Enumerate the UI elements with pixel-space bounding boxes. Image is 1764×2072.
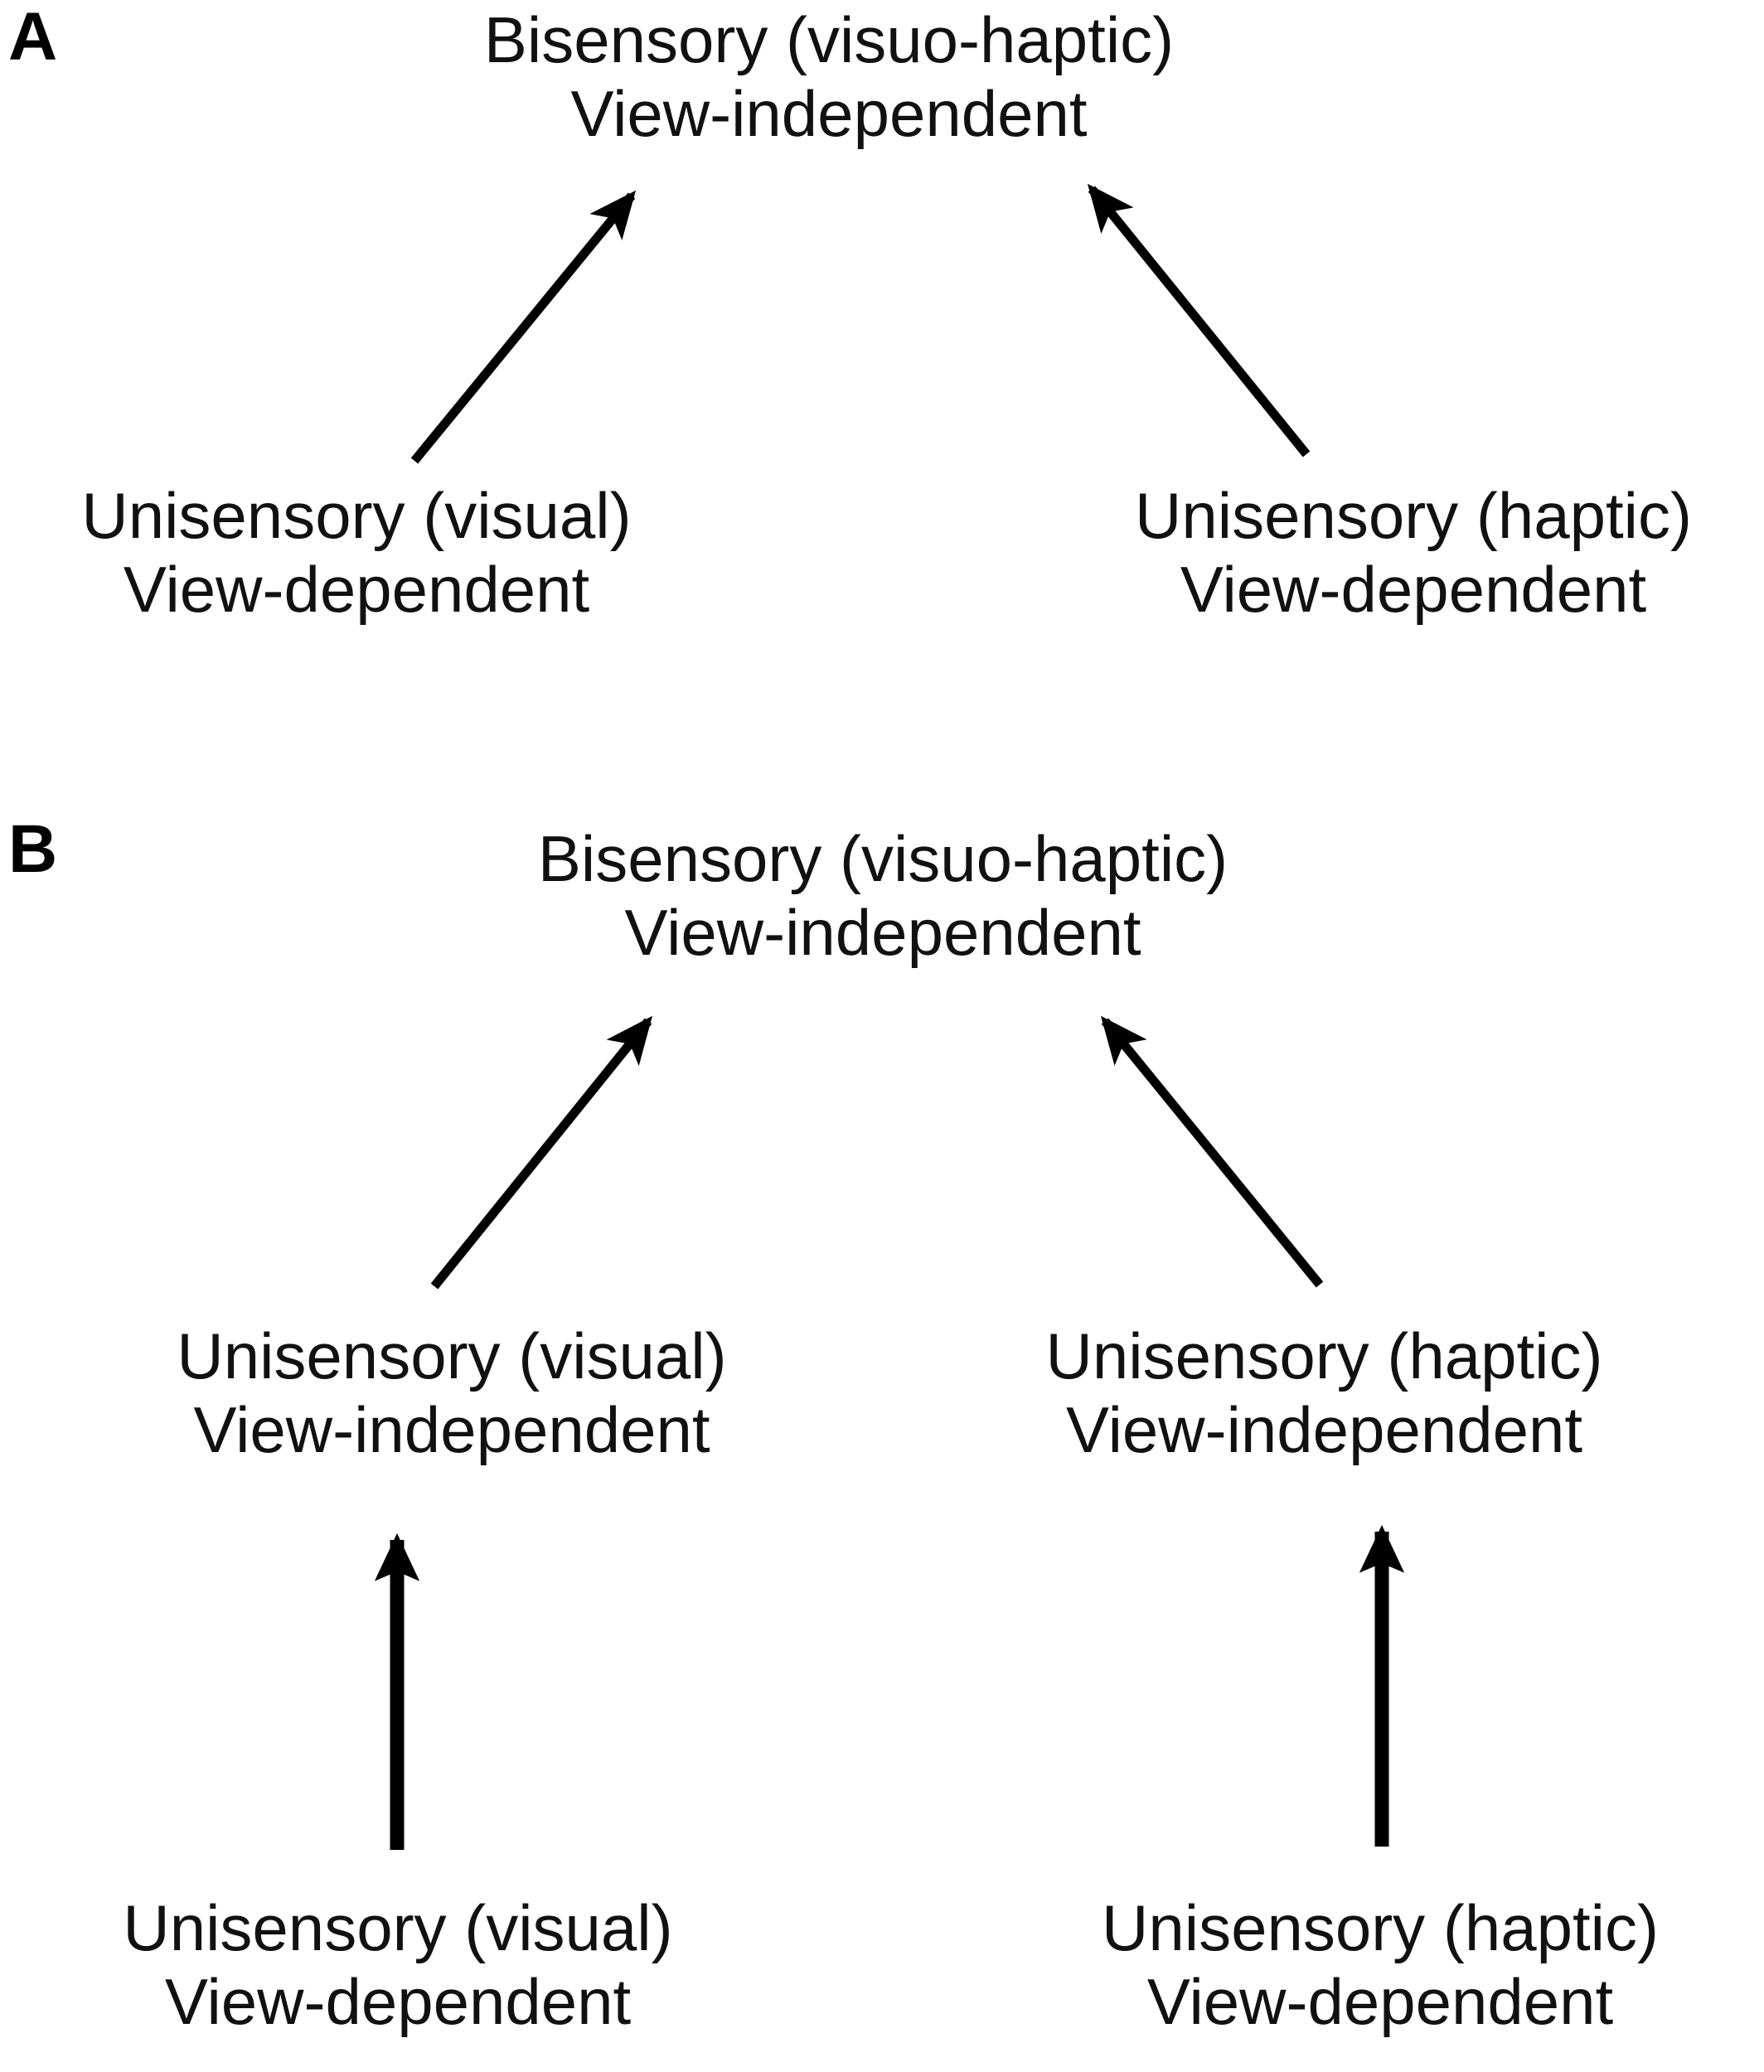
panel-b-node-middle-left: Unisensory (visual) View-independent [17,1319,887,1467]
panel-b-node-middle-left-line1: Unisensory (visual) [177,1319,727,1392]
panel-a-arrow-haptic-to-bisensory [1087,183,1311,457]
panel-b-node-top-line2: View-independent [624,895,1141,969]
panel-b-arrow-visual-vi-to-bisensory [430,1015,653,1290]
panel-b-node-bottom-left: Unisensory (visual) View-dependent [54,1891,742,2039]
panel-b-node-middle-right: Unisensory (haptic) View-independent [891,1319,1757,1467]
panel-a-node-top: Bisensory (visuo-haptic) View-independen… [365,3,1293,151]
panel-letter-a: A [8,0,57,75]
panel-a-node-bottom-left-line1: Unisensory (visual) [81,479,632,552]
panel-b-node-bottom-right-line1: Unisensory (haptic) [1102,1891,1659,1964]
panel-b-node-bottom-right: Unisensory (haptic) View-dependent [1040,1891,1720,2039]
panel-b-node-bottom-left-line2: View-dependent [164,1964,632,2038]
panel-b-node-middle-right-line2: View-independent [1065,1392,1583,1466]
panel-a-node-bottom-right-line2: View-dependent [1180,552,1647,626]
panel-a-node-bottom-right: Unisensory (haptic) View-dependent [1073,479,1753,627]
panel-b-node-middle-right-line1: Unisensory (haptic) [1045,1319,1603,1392]
panel-b-node-middle-left-line2: View-independent [193,1392,710,1466]
panel-a-node-bottom-left-line2: View-dependent [123,552,590,626]
panel-b-node-bottom-left-line1: Unisensory (visual) [123,1891,673,1964]
panel-b-arrow-haptic-vi-to-bisensory [1100,1015,1324,1288]
panel-b-node-bottom-right-line2: View-dependent [1146,1964,1614,2038]
panel-a-node-top-line1: Bisensory (visuo-haptic) [483,3,1175,76]
panel-letter-b: B [8,811,57,887]
panel-a-arrow-visual-to-bisensory [410,190,637,464]
panel-a-node-bottom-right-line1: Unisensory (haptic) [1135,479,1692,552]
panel-a-node-top-line2: View-independent [570,76,1088,150]
panel-b-node-top: Bisensory (visuo-haptic) View-independen… [419,822,1347,970]
panel-a-node-bottom-left: Unisensory (visual) View-dependent [12,479,700,627]
panel-b-node-top-line1: Bisensory (visuo-haptic) [537,822,1228,895]
